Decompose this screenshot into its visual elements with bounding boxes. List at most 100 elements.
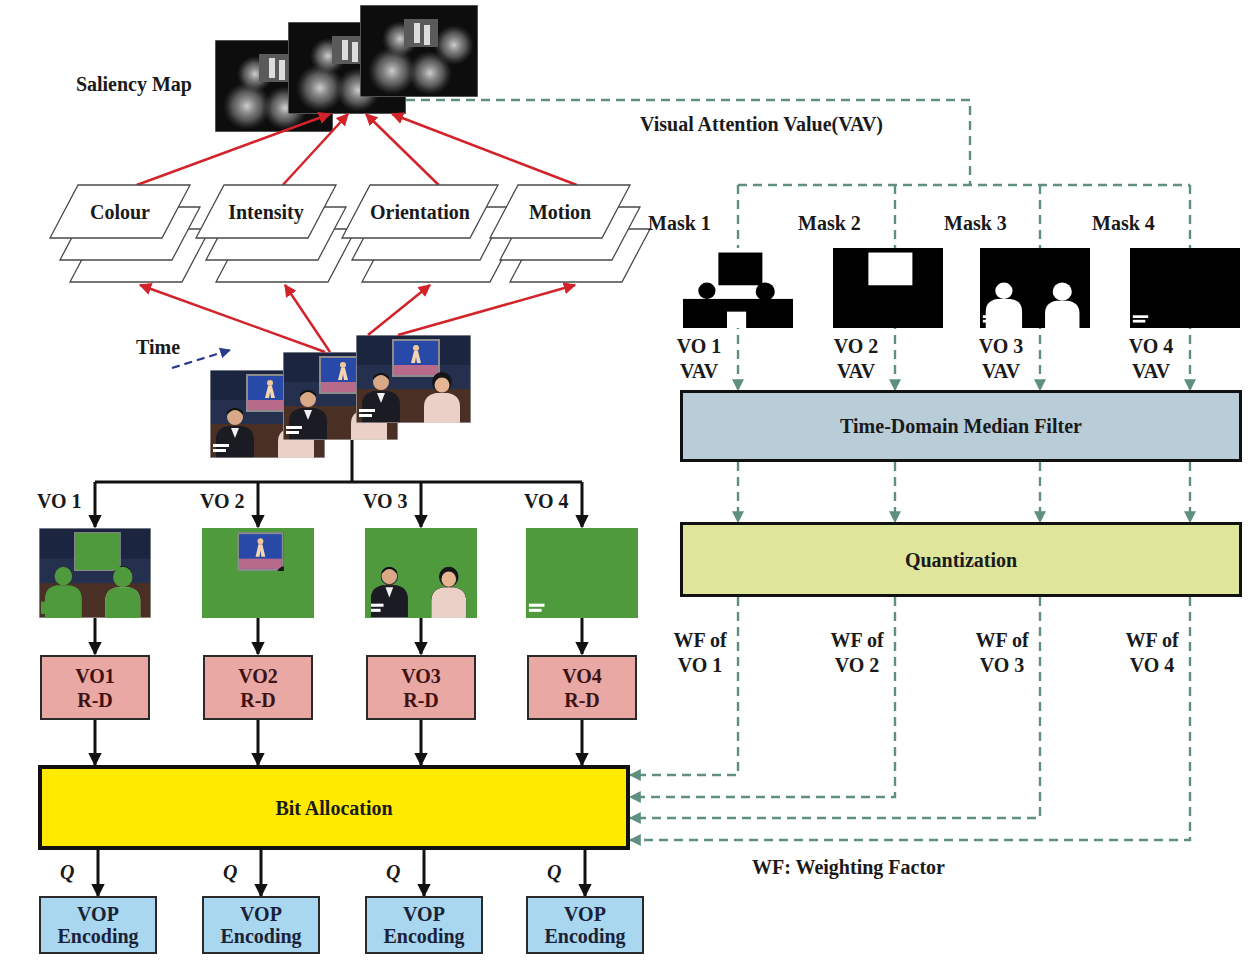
video-object-image (529, 604, 545, 612)
mask-image (1130, 248, 1240, 328)
mask-image (868, 253, 912, 286)
mask-image (983, 315, 998, 322)
video-object-image (75, 533, 120, 570)
segmentation-arrows (94, 482, 97, 527)
vav-label: VO 4 VAV (1120, 334, 1182, 384)
data-flow-arrow (424, 850, 425, 896)
mask-image (683, 248, 793, 328)
box-text: Colour (90, 200, 150, 224)
object-label: VO 1 (37, 489, 82, 513)
attention-flow-arrow (1039, 462, 1041, 522)
attention-flow-arrow (630, 597, 895, 797)
object-label: VO 4 (524, 489, 569, 513)
attention-flow-arrow (630, 597, 1190, 840)
segmentation-arrows (581, 482, 584, 527)
segmentation-arrows (420, 482, 423, 527)
video-object-image (365, 528, 477, 618)
feature-extraction-arrows (398, 285, 575, 335)
vav-label: VO 1 VAV (668, 334, 730, 384)
attention-flow-arrow (1189, 462, 1191, 522)
video-object-image (39, 528, 151, 618)
data-flow-arrow (423, 850, 426, 896)
bit-allocation-box: Bit Allocation (38, 765, 630, 850)
front-plane (490, 185, 630, 238)
box-text: VO2 R-D (229, 664, 287, 712)
data-flow-arrow (258, 720, 259, 765)
saliency-frames (360, 5, 478, 97)
edge-label: Q (386, 860, 400, 884)
box-text: VO3 R-D (392, 664, 450, 712)
mask-image (683, 299, 793, 328)
weight-label: WF of VO 2 (825, 628, 889, 678)
feature-map: Colour (50, 185, 190, 238)
data-flow-arrow (582, 720, 583, 765)
encoder-box: VOP Encoding (365, 896, 483, 954)
video-object-image (41, 602, 60, 614)
segmentation-arrows (94, 618, 97, 654)
mask-image (980, 248, 1090, 328)
mask-image (980, 248, 1090, 328)
weight-label: WF of VO 1 (668, 628, 732, 678)
data-flow-arrow (95, 720, 96, 765)
video-object-image (237, 532, 284, 571)
encoder-box: VOP Encoding (526, 896, 644, 954)
front-plane (50, 185, 190, 238)
mask-image (1130, 248, 1240, 328)
attention-flow-arrow (738, 462, 1190, 522)
video-object-image (365, 528, 477, 618)
rd-model-box: VO4 R-D (527, 655, 637, 720)
attention-flow-arrow (630, 597, 1190, 840)
mask-image (986, 283, 1080, 328)
edge-label: Q (60, 860, 74, 884)
box-text: VOP Encoding (213, 903, 309, 948)
box-text: VO4 R-D (553, 664, 611, 712)
video-object-image (202, 528, 314, 618)
data-flow-arrow (261, 850, 262, 896)
vav-label: VO 3 VAV (970, 334, 1032, 384)
object-label: VO 3 (363, 489, 408, 513)
mask-label: Mask 3 (944, 211, 1007, 235)
feature-arrow (283, 114, 348, 185)
encoder-box: VOP Encoding (39, 896, 157, 954)
segmentation-arrows (581, 618, 584, 654)
video-object-image (526, 528, 638, 618)
data-flow-arrow (585, 850, 586, 896)
data-flow-arrow (420, 720, 423, 765)
mask-image (833, 248, 943, 328)
segmentation-arrows (95, 440, 582, 654)
segmentation-arrows (257, 618, 260, 654)
mask-image (718, 253, 762, 286)
attention-flow-arrow (738, 184, 1190, 186)
mask-label: Mask 2 (798, 211, 861, 235)
video-frames (356, 335, 471, 423)
attention-flow-arrow (630, 597, 738, 775)
note: WF: Weighting Factor (752, 855, 945, 879)
attention-flow-arrow (406, 100, 970, 185)
box-text: VOP Encoding (376, 903, 472, 948)
segmentation-arrows (95, 481, 582, 484)
feature-arrow (366, 114, 439, 185)
object-label: VO 2 (200, 489, 245, 513)
box-text: VOP Encoding (50, 903, 146, 948)
encoder-box: VOP Encoding (202, 896, 320, 954)
video-object-image (526, 528, 638, 618)
weight-label: WF of VO 3 (970, 628, 1034, 678)
data-flow-arrow (421, 720, 422, 765)
rd-model-box: VO2 R-D (203, 655, 313, 720)
vav-label: VO 2 VAV (825, 334, 887, 384)
map-title: Saliency Map (76, 72, 192, 96)
box-text: Time-Domain Median Filter (840, 414, 1082, 438)
data-flow-arrow (98, 850, 99, 896)
box-text: VOP Encoding (537, 903, 633, 948)
mask-image (1133, 315, 1148, 322)
data-flow-arrow (94, 720, 97, 765)
box-text: Orientation (370, 200, 470, 224)
segmentation-arrows (257, 482, 260, 527)
edge-label: Q (547, 860, 561, 884)
mask-image (727, 312, 746, 328)
feature-arrow (137, 114, 330, 185)
mask-label: Mask 1 (648, 211, 711, 235)
quantization-box: Quantization (680, 522, 1242, 597)
mask-label: Mask 4 (1092, 211, 1155, 235)
